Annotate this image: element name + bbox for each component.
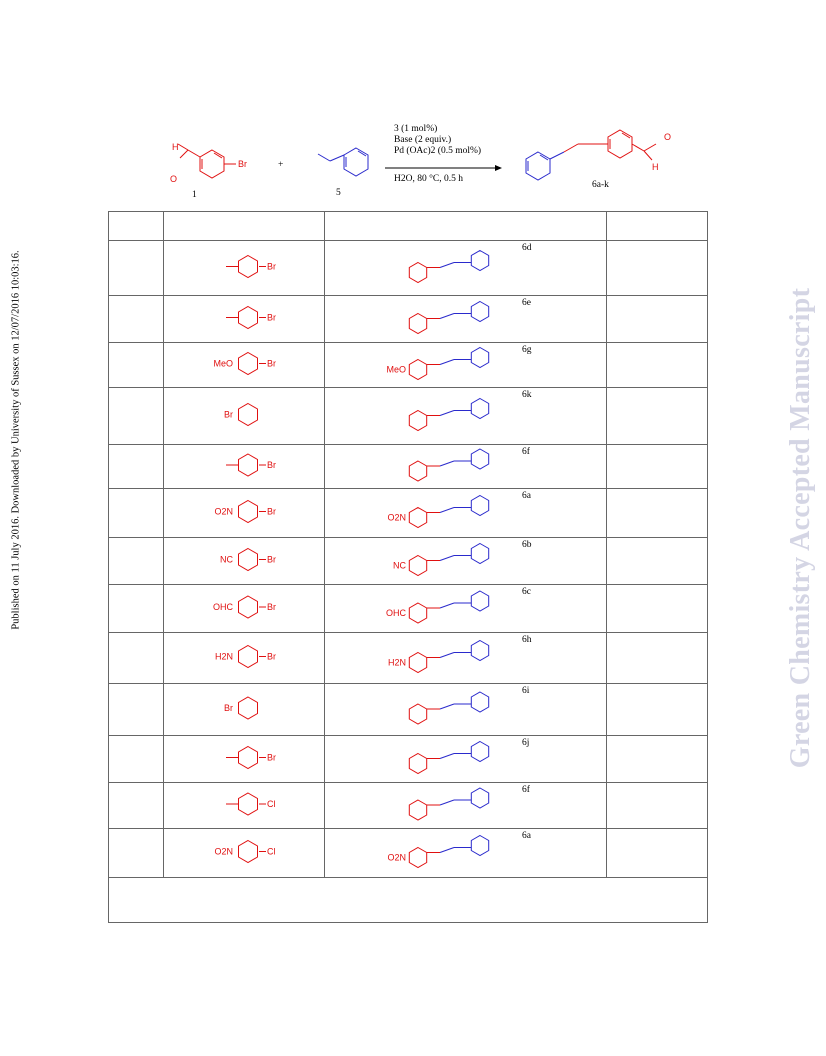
product-compound-label: 6g — [522, 345, 532, 355]
product-left-group: O2N — [387, 513, 406, 523]
product-structure: O2N — [387, 489, 520, 534]
product-structure — [390, 388, 520, 441]
halide-left-group: O2N — [214, 847, 233, 857]
product-compound-label: 6h — [522, 635, 532, 645]
product-left-group: O2N — [387, 853, 406, 863]
reactant2-structure — [317, 147, 369, 177]
reactant1-substituent: Br — [238, 159, 247, 169]
halide-right-group: Br — [267, 555, 276, 565]
results-table — [108, 211, 708, 923]
halide-structure: O2N Br — [170, 489, 320, 534]
reactant1-label: 1 — [192, 190, 197, 200]
halide-structure: Br — [170, 388, 320, 441]
halide-right-group: Br — [267, 313, 276, 323]
product-left-group: OHC — [386, 608, 407, 618]
product-hydrogen: H — [652, 162, 659, 172]
product-structure: NC — [390, 538, 520, 581]
halide-structure: NC Br — [170, 538, 320, 581]
halide-left-group: Br — [224, 703, 233, 713]
halide-right-group: Br — [267, 753, 276, 763]
product-structure: OHC — [386, 585, 520, 629]
halide-left-group: NC — [220, 555, 233, 565]
plus-sign: + — [278, 160, 284, 170]
halide-structure: Cl — [170, 783, 320, 825]
halide-structure: Br — [170, 445, 320, 485]
product-structure: O2N — [387, 829, 520, 874]
product-structure — [390, 241, 520, 292]
halide-left-group: MeO — [213, 359, 233, 369]
product-structure — [390, 684, 520, 732]
product-compound-label: 6b — [522, 540, 532, 550]
publication-sidebar: Published on 11 July 2016. Downloaded by… — [6, 245, 26, 635]
hydrogen-label: H — [172, 142, 179, 152]
product-compound-label: 6a — [522, 491, 531, 501]
watermark: Green Chemistry Accepted Manuscript — [776, 245, 826, 810]
product-left-group: NC — [393, 561, 406, 571]
condition-palladium: Pd (OAc)2 (0.5 mol%) — [394, 146, 482, 156]
halide-left-group: O2N — [214, 507, 233, 517]
halide-right-group: Br — [267, 602, 276, 612]
oxygen-label: O — [170, 174, 177, 184]
product-compound-label: 6k — [522, 390, 532, 400]
halide-structure: Br — [170, 736, 320, 779]
reaction-conditions: 3 (1 mol%) Base (2 equiv.) Pd (OAc)2 (0.… — [394, 124, 481, 157]
product-compound-label: 6a — [522, 831, 531, 841]
halide-structure: O2N Cl — [170, 829, 320, 874]
product-compound-label: 6f — [522, 447, 530, 457]
halide-right-group: Cl — [267, 847, 276, 857]
product-styrene-part — [525, 151, 565, 181]
product-oxygen: O — [664, 132, 671, 142]
watermark-text: Green Chemistry Accepted Manuscript — [785, 287, 816, 768]
product-left-group: MeO — [386, 365, 406, 375]
halide-left-group: OHC — [213, 602, 234, 612]
product-compound-label: 6e — [522, 298, 531, 308]
product-structure: MeO — [386, 343, 520, 384]
product-structure: H2N — [388, 633, 520, 680]
halide-structure: MeO Br — [170, 343, 320, 384]
halide-right-group: Br — [267, 262, 276, 272]
halide-right-group: Br — [267, 507, 276, 517]
reactant1-structure — [177, 143, 236, 179]
halide-structure: Br — [170, 241, 320, 292]
condition-catalyst: 3 (1 mol%) — [394, 124, 438, 134]
product-structure — [390, 736, 520, 779]
halide-structure: Br — [170, 296, 320, 339]
product-compound-label: 6f — [522, 785, 530, 795]
halide-right-group: Br — [267, 652, 276, 662]
product-structure — [390, 445, 520, 485]
halide-right-group: Cl — [267, 799, 276, 809]
product-aldehyde-part — [563, 129, 657, 161]
reactant2-label: 5 — [336, 188, 341, 198]
arrow-head — [495, 165, 502, 171]
product-label: 6a-k — [592, 180, 609, 190]
scheme-drawing: O H Br O — [170, 129, 671, 184]
product-left-group: H2N — [388, 658, 406, 668]
product-compound-label: 6d — [522, 243, 532, 253]
condition-base: Base (2 equiv.) — [394, 135, 452, 145]
publication-note: Published on 11 July 2016. Downloaded by… — [10, 250, 22, 630]
product-structure — [390, 296, 520, 339]
condition-solvent: H2O, 80 °C, 0.5 h — [394, 174, 463, 184]
halide-left-group: H2N — [215, 652, 233, 662]
halide-structure: OHC Br — [170, 585, 320, 629]
halide-right-group: Br — [267, 359, 276, 369]
product-compound-label: 6i — [522, 686, 530, 696]
product-compound-label: 6c — [522, 587, 531, 597]
halide-structure: H2N Br — [170, 633, 320, 680]
product-structure — [390, 783, 520, 825]
halide-left-group: Br — [224, 410, 233, 420]
reaction-scheme: O H Br O — [150, 118, 671, 208]
halide-structure: Br — [170, 684, 320, 732]
halide-right-group: Br — [267, 460, 276, 470]
product-compound-label: 6j — [522, 738, 530, 748]
